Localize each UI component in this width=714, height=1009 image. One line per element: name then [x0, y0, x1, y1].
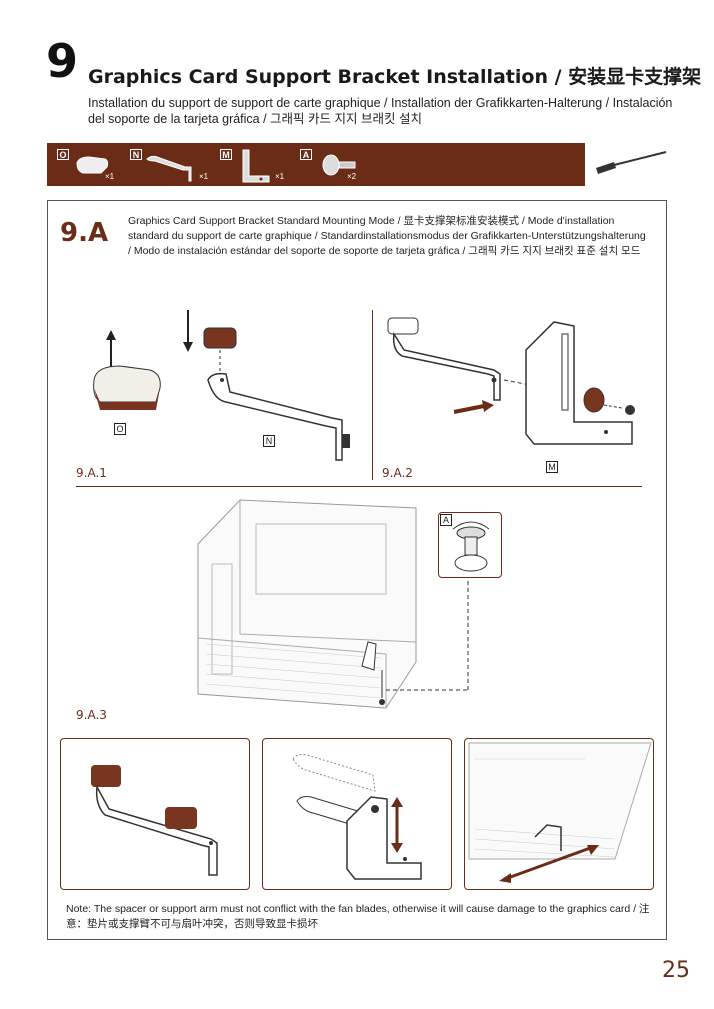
row-divider — [76, 486, 642, 487]
section-number: 9.A — [60, 218, 108, 248]
step-label-9a3: 9.A.3 — [76, 708, 107, 722]
part-label-o: O — [57, 149, 69, 160]
part-qty-o: ×1 — [105, 172, 114, 181]
step-9a1-illustration — [80, 310, 370, 470]
step-number: 9 — [46, 38, 78, 84]
support-arm-icon — [145, 153, 205, 183]
page-title: Graphics Card Support Bracket Installati… — [88, 62, 701, 89]
part-tag-m: M — [546, 461, 558, 473]
step-9a2-illustration — [384, 310, 654, 470]
part-qty-n: ×1 — [199, 172, 208, 181]
detail-box-height — [262, 738, 452, 890]
warning-note: Note: The spacer or support arm must not… — [66, 902, 656, 932]
step-label-9a2: 9.A.2 — [382, 466, 413, 480]
case-illustration — [186, 494, 476, 720]
page-subtitle: Installation du support de support de ca… — [88, 95, 688, 127]
part-label-a: A — [300, 149, 312, 160]
detail-box-slide — [464, 738, 654, 890]
part-qty-m: ×1 — [275, 172, 284, 181]
part-tag-n: N — [263, 435, 275, 447]
column-divider — [372, 310, 373, 480]
page-number: 25 — [662, 958, 690, 983]
part-label-m: M — [220, 149, 232, 160]
arm-with-pads-illustration — [61, 739, 251, 891]
section-description: Graphics Card Support Bracket Standard M… — [128, 214, 648, 259]
part-qty-a: ×2 — [347, 172, 356, 181]
screwdriver-icon — [592, 148, 670, 178]
part-tag-a: A — [440, 514, 452, 526]
part-tag-o: O — [114, 423, 126, 435]
step-label-9a1: 9.A.1 — [76, 466, 107, 480]
slide-position-illustration — [465, 739, 655, 891]
detail-box-pads — [60, 738, 250, 890]
height-adjust-illustration — [263, 739, 453, 891]
part-label-n: N — [130, 149, 142, 160]
parts-bar: O ×1 N ×1 M ×1 A ×2 — [47, 143, 585, 186]
mounting-bracket-icon — [239, 148, 275, 184]
